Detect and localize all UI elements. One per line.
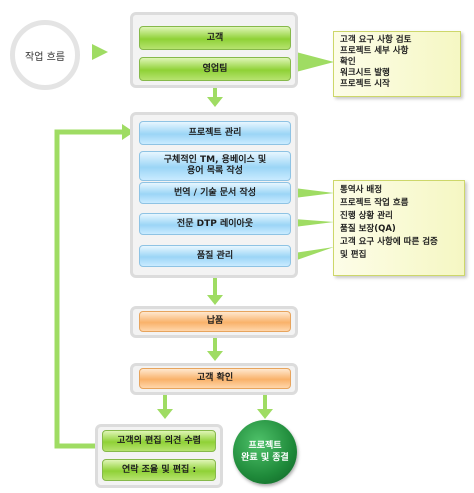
arrow-qa-to-note [294,247,334,261]
note-mid-line: 프로젝트 작업 흐름 [340,198,409,208]
arrow-down-3-shaft [213,336,217,352]
arrow-start-to-customer [92,44,108,60]
delivery-label: 납품 [206,316,224,326]
arrow-down-2-shaft [213,278,217,296]
edit-box: 연락 조율 및 편집 : [102,459,216,481]
project-management-box: 프로젝트 관리 [139,121,291,145]
feedback-box: 고객의 편집 의견 수렴 [102,430,216,452]
start-label: 작업 흐름 [25,51,65,63]
customer-check-label: 고객 확인 [196,373,234,383]
feedback-label: 고객의 편집 의견 수렴 [117,435,201,446]
customer-check-box: 고객 확인 [139,368,291,389]
quality-control-label: 품질 관리 [196,250,234,261]
dtp-layout-label: 전문 DTP 레이아웃 [176,218,254,229]
note-mid-line: 품질 보장(QA) [340,224,396,234]
note-project-tasks: 통역사 배정 프로젝트 작업 흐름 진행 상황 관리 품질 보장(QA) 고객 … [333,180,465,276]
arrow-down-1-head [207,97,223,107]
note-top-line: 워크시트 발행 [340,68,390,78]
note-top-line: 고객 요구 사항 검토 [340,35,412,45]
note-top-line: 확인 [340,57,356,67]
note-mid-line: 진행 상황 관리 [340,211,393,221]
arrow-loop-back-line [54,129,124,449]
end-label-line1: 프로젝트 [248,441,282,451]
quality-control-box: 품질 관리 [139,245,291,267]
project-management-label: 프로젝트 관리 [188,127,242,138]
note-top-line: 프로젝트 시작 [340,79,390,89]
arrow-down-4-shaft [163,394,167,410]
sales-team-box: 영업팀 [139,57,291,81]
arrow-translation-to-note [294,188,334,198]
arrow-down-1-shaft [213,88,217,98]
note-mid-line: 및 편집 [340,250,367,260]
arrow-down-4-head [157,409,173,419]
end-label-line2: 완료 및 종결 [241,453,289,463]
arrow-down-3-head [207,351,223,361]
tm-termbase-label-line1: 구체적인 TM, 용베이스 및 [163,155,267,165]
note-sales-tasks: 고객 요구 사항 검토 프로젝트 세부 사항 확인 워크시트 발행 프로젝트 시… [333,31,461,97]
arrow-down-5-head [257,409,273,419]
customer-box: 고객 [139,26,291,50]
customer-label: 고객 [206,32,224,43]
arrow-dtp-to-note [294,219,334,227]
translation-box: 번역 / 기술 문서 작성 [139,182,291,204]
arrow-down-5-shaft [263,394,267,410]
note-mid-line: 고객 요구 사항에 따른 검증 [340,237,438,247]
sales-team-label: 영업팀 [202,63,228,74]
arrow-loop-back-head [122,124,134,140]
note-mid-line: 통역사 배정 [340,185,383,195]
end-node: 프로젝트 완료 및 종결 [233,420,297,484]
arrow-to-note-top [296,52,334,72]
translation-label: 번역 / 기술 문서 작성 [173,187,257,198]
dtp-layout-box: 전문 DTP 레이아웃 [139,213,291,235]
tm-termbase-box: 구체적인 TM, 용베이스 및 용어 목록 작성 [139,151,291,181]
edit-label: 연락 조율 및 편집 : [121,464,197,475]
delivery-box: 납품 [139,311,291,332]
arrow-down-2-head [207,295,223,305]
start-node: 작업 흐름 [10,20,80,90]
tm-termbase-label-line2: 용어 목록 작성 [187,166,243,176]
note-top-line: 프로젝트 세부 사항 [340,46,409,56]
